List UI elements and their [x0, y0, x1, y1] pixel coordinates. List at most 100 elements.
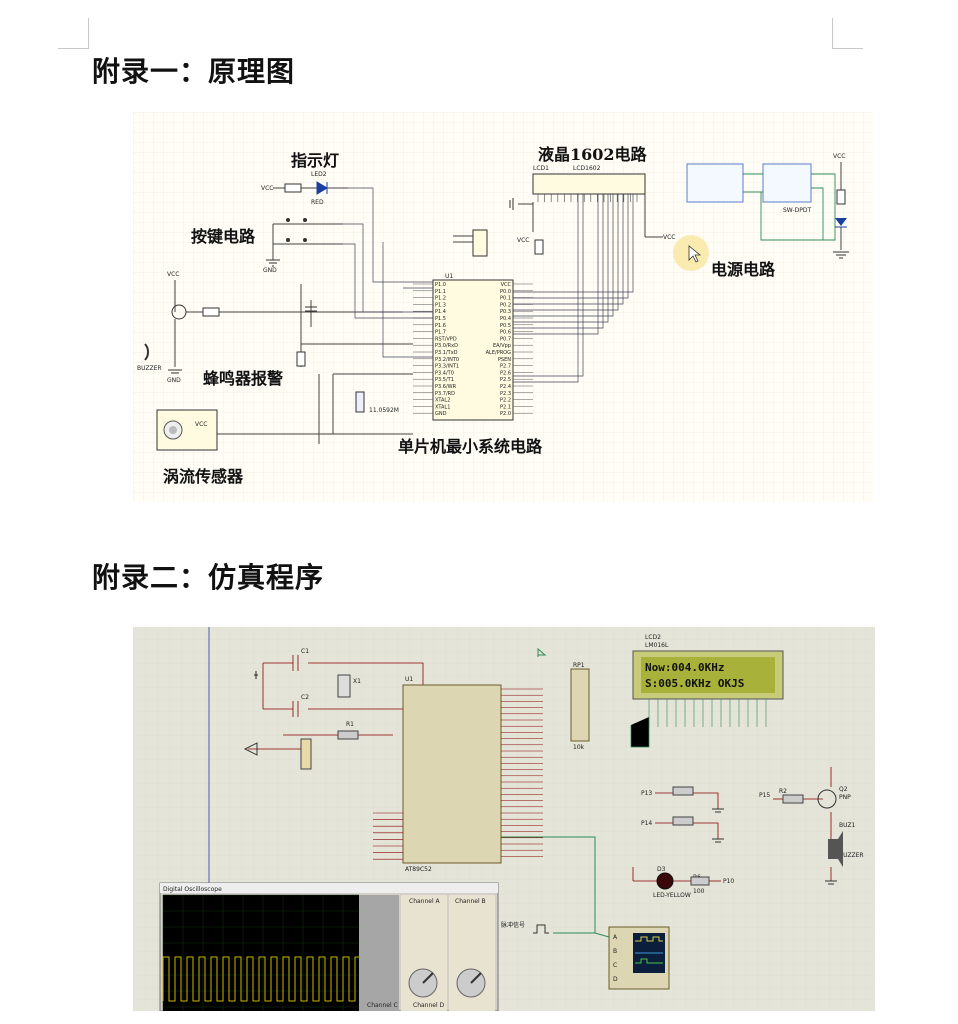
svg-text:P10: P10 [723, 878, 734, 885]
label-lcd-circuit: 液晶1602电路 [538, 145, 648, 164]
svg-text:VCC: VCC [663, 234, 675, 241]
svg-text:VCC: VCC [195, 421, 207, 428]
mcu-pin-label: P1.1 [435, 289, 446, 295]
svg-text:Channel D: Channel D [413, 1002, 445, 1009]
mcu-at89c52: U1 AT89C52 [373, 676, 543, 873]
mcu-pin-label: P3.1/TxD [435, 350, 458, 356]
svg-text:P13: P13 [641, 790, 652, 797]
svg-text:Q2: Q2 [839, 786, 848, 793]
mcu-pin-label: P3.6/WR [435, 384, 457, 390]
svg-text:BUZ1: BUZ1 [839, 822, 856, 829]
mcu-pin-label: P0.2 [500, 302, 511, 308]
crystal-section: C1 C2 X1 R1 [243, 648, 424, 770]
mcu-pin-label: P2.6 [500, 370, 511, 376]
bus-wires [343, 187, 634, 383]
svg-text:LCD1: LCD1 [533, 165, 549, 172]
svg-text:A: A [613, 934, 618, 941]
key-circuit: GND [263, 218, 343, 274]
schematic-figure: 指示灯 液晶1602电路 按键电路 电源电路 蜂鸣器报警 单片机最小系统电路 涡… [133, 112, 873, 502]
mcu-pin-label: P2.4 [500, 384, 511, 390]
mcu-pin-label: P2.1 [500, 404, 511, 410]
mcu-pin-label: P2.2 [500, 398, 511, 404]
svg-text:C: C [613, 962, 617, 969]
mcu-pin-label: P3.4/T0 [435, 370, 454, 376]
mcu-pin-label: EA/Vpp [493, 343, 511, 349]
svg-text:LED2: LED2 [311, 171, 327, 178]
page-corner-mark-top-right [832, 18, 863, 49]
svg-text:RP1: RP1 [573, 662, 585, 669]
channel-b-panel: Channel B [449, 895, 495, 1011]
mcu-pin-label: P3.3/INT1 [435, 364, 459, 370]
reset-crystal-circuit: 11.0592M [296, 284, 413, 444]
buzzer-circuit: VCC BUZZER GND [137, 271, 403, 384]
mcu-pin-label: P0.1 [500, 296, 511, 302]
label-key-circuit: 按键电路 [191, 227, 256, 246]
scope-trace [162, 956, 362, 1002]
key-switches: P13 P14 [641, 786, 724, 843]
svg-text:RED: RED [311, 199, 324, 206]
power-led-icon [835, 218, 847, 226]
mcu-pin-label: P1.6 [435, 323, 446, 329]
lcd2-display: LCD2 LM016L Now:004.0KHz S:005.0KHz OKJS [630, 634, 784, 748]
channel-a-panel: Channel A [401, 895, 447, 1011]
mcu-pin-label: P0.0 [500, 289, 511, 295]
svg-text:D: D [613, 976, 618, 983]
mcu-pin-label: P0.4 [500, 316, 511, 322]
lcd-line-2: S:005.0KHz OKJS [645, 677, 744, 690]
mcu-pin-label: P0.3 [500, 309, 511, 315]
svg-text:AT89C52: AT89C52 [405, 866, 432, 873]
appendix-2-heading: 附录二：仿真程序 [92, 561, 325, 594]
svg-text:R1: R1 [346, 721, 354, 728]
svg-text:P14: P14 [641, 820, 652, 827]
mcu-pin-label: XTAL2 [435, 398, 450, 404]
svg-text:VCC: VCC [261, 185, 273, 192]
svg-text:11.0592M: 11.0592M [369, 407, 399, 414]
pin-header [453, 229, 488, 257]
mcu-pin-label: P0.5 [500, 323, 511, 329]
buzzer-driver: P15 R2 Q2 PNP BUZ1 BUZZER [759, 767, 864, 885]
svg-text:BUZZER: BUZZER [137, 365, 162, 372]
svg-text:C2: C2 [301, 694, 309, 701]
svg-text:VCC: VCC [517, 237, 529, 244]
page-corner-mark-top-left [58, 18, 89, 49]
mcu-pin-label: ALE/PROG [486, 350, 511, 356]
svg-text:VCC: VCC [833, 153, 845, 160]
svg-text:GND: GND [167, 377, 181, 384]
simulation-figure: C1 C2 X1 R1 U1 AT89C52 RP1 10k LCD2 LM0 [133, 627, 875, 1012]
mcu-pin-label: VCC [501, 282, 512, 288]
mcu-pin-label: XTAL1 [435, 404, 450, 410]
svg-text:LM016L: LM016L [645, 642, 669, 649]
svg-text:LED-YELLOW: LED-YELLOW [653, 892, 691, 899]
svg-text:脉冲信号: 脉冲信号 [501, 921, 525, 929]
mcu-pin-label: P3.0/RxD [435, 343, 458, 349]
led-d3: D3 LED-YELLOW R6 100 P10 [632, 866, 734, 899]
power-circuit: SW-DPDT VCC [673, 153, 849, 271]
svg-text:B: B [613, 948, 617, 955]
scope-instrument: 脉冲信号 A B C D [501, 836, 670, 990]
svg-text:X1: X1 [353, 678, 361, 685]
svg-text:LCD1602: LCD1602 [573, 165, 601, 172]
svg-text:Channel A: Channel A [409, 898, 441, 905]
svg-text:BUZZER: BUZZER [839, 852, 864, 859]
svg-text:SW-DPDT: SW-DPDT [783, 207, 812, 214]
label-power-circuit: 电源电路 [711, 260, 776, 279]
mcu-pin-label: P1.2 [435, 296, 446, 302]
appendix-1-heading: 附录一：原理图 [92, 55, 296, 88]
svg-text:U1: U1 [445, 273, 453, 280]
eddy-sensor-module: VCC [156, 409, 403, 451]
mcu-pin-label: PSEN [498, 357, 511, 363]
rp1-resistor-pack: RP1 10k [537, 647, 590, 751]
svg-text:U1: U1 [405, 676, 413, 683]
svg-text:P15: P15 [759, 792, 770, 799]
oscilloscope-title: Digital Oscilloscope [163, 886, 222, 893]
buzzer-icon [828, 831, 843, 867]
svg-text:Channel C: Channel C [367, 1002, 398, 1009]
mcu-pin-label: P1.0 [435, 282, 446, 288]
mcu-pin-label: P0.6 [500, 330, 511, 336]
svg-text:10k: 10k [573, 744, 585, 751]
ground-icon [266, 259, 280, 267]
mcu-pin-label: P1.3 [435, 302, 446, 308]
indicator-led-circuit: VCC LED2 RED [261, 171, 348, 206]
mcu-pin-label: P2.0 [500, 411, 511, 417]
svg-text:R2: R2 [779, 788, 787, 795]
